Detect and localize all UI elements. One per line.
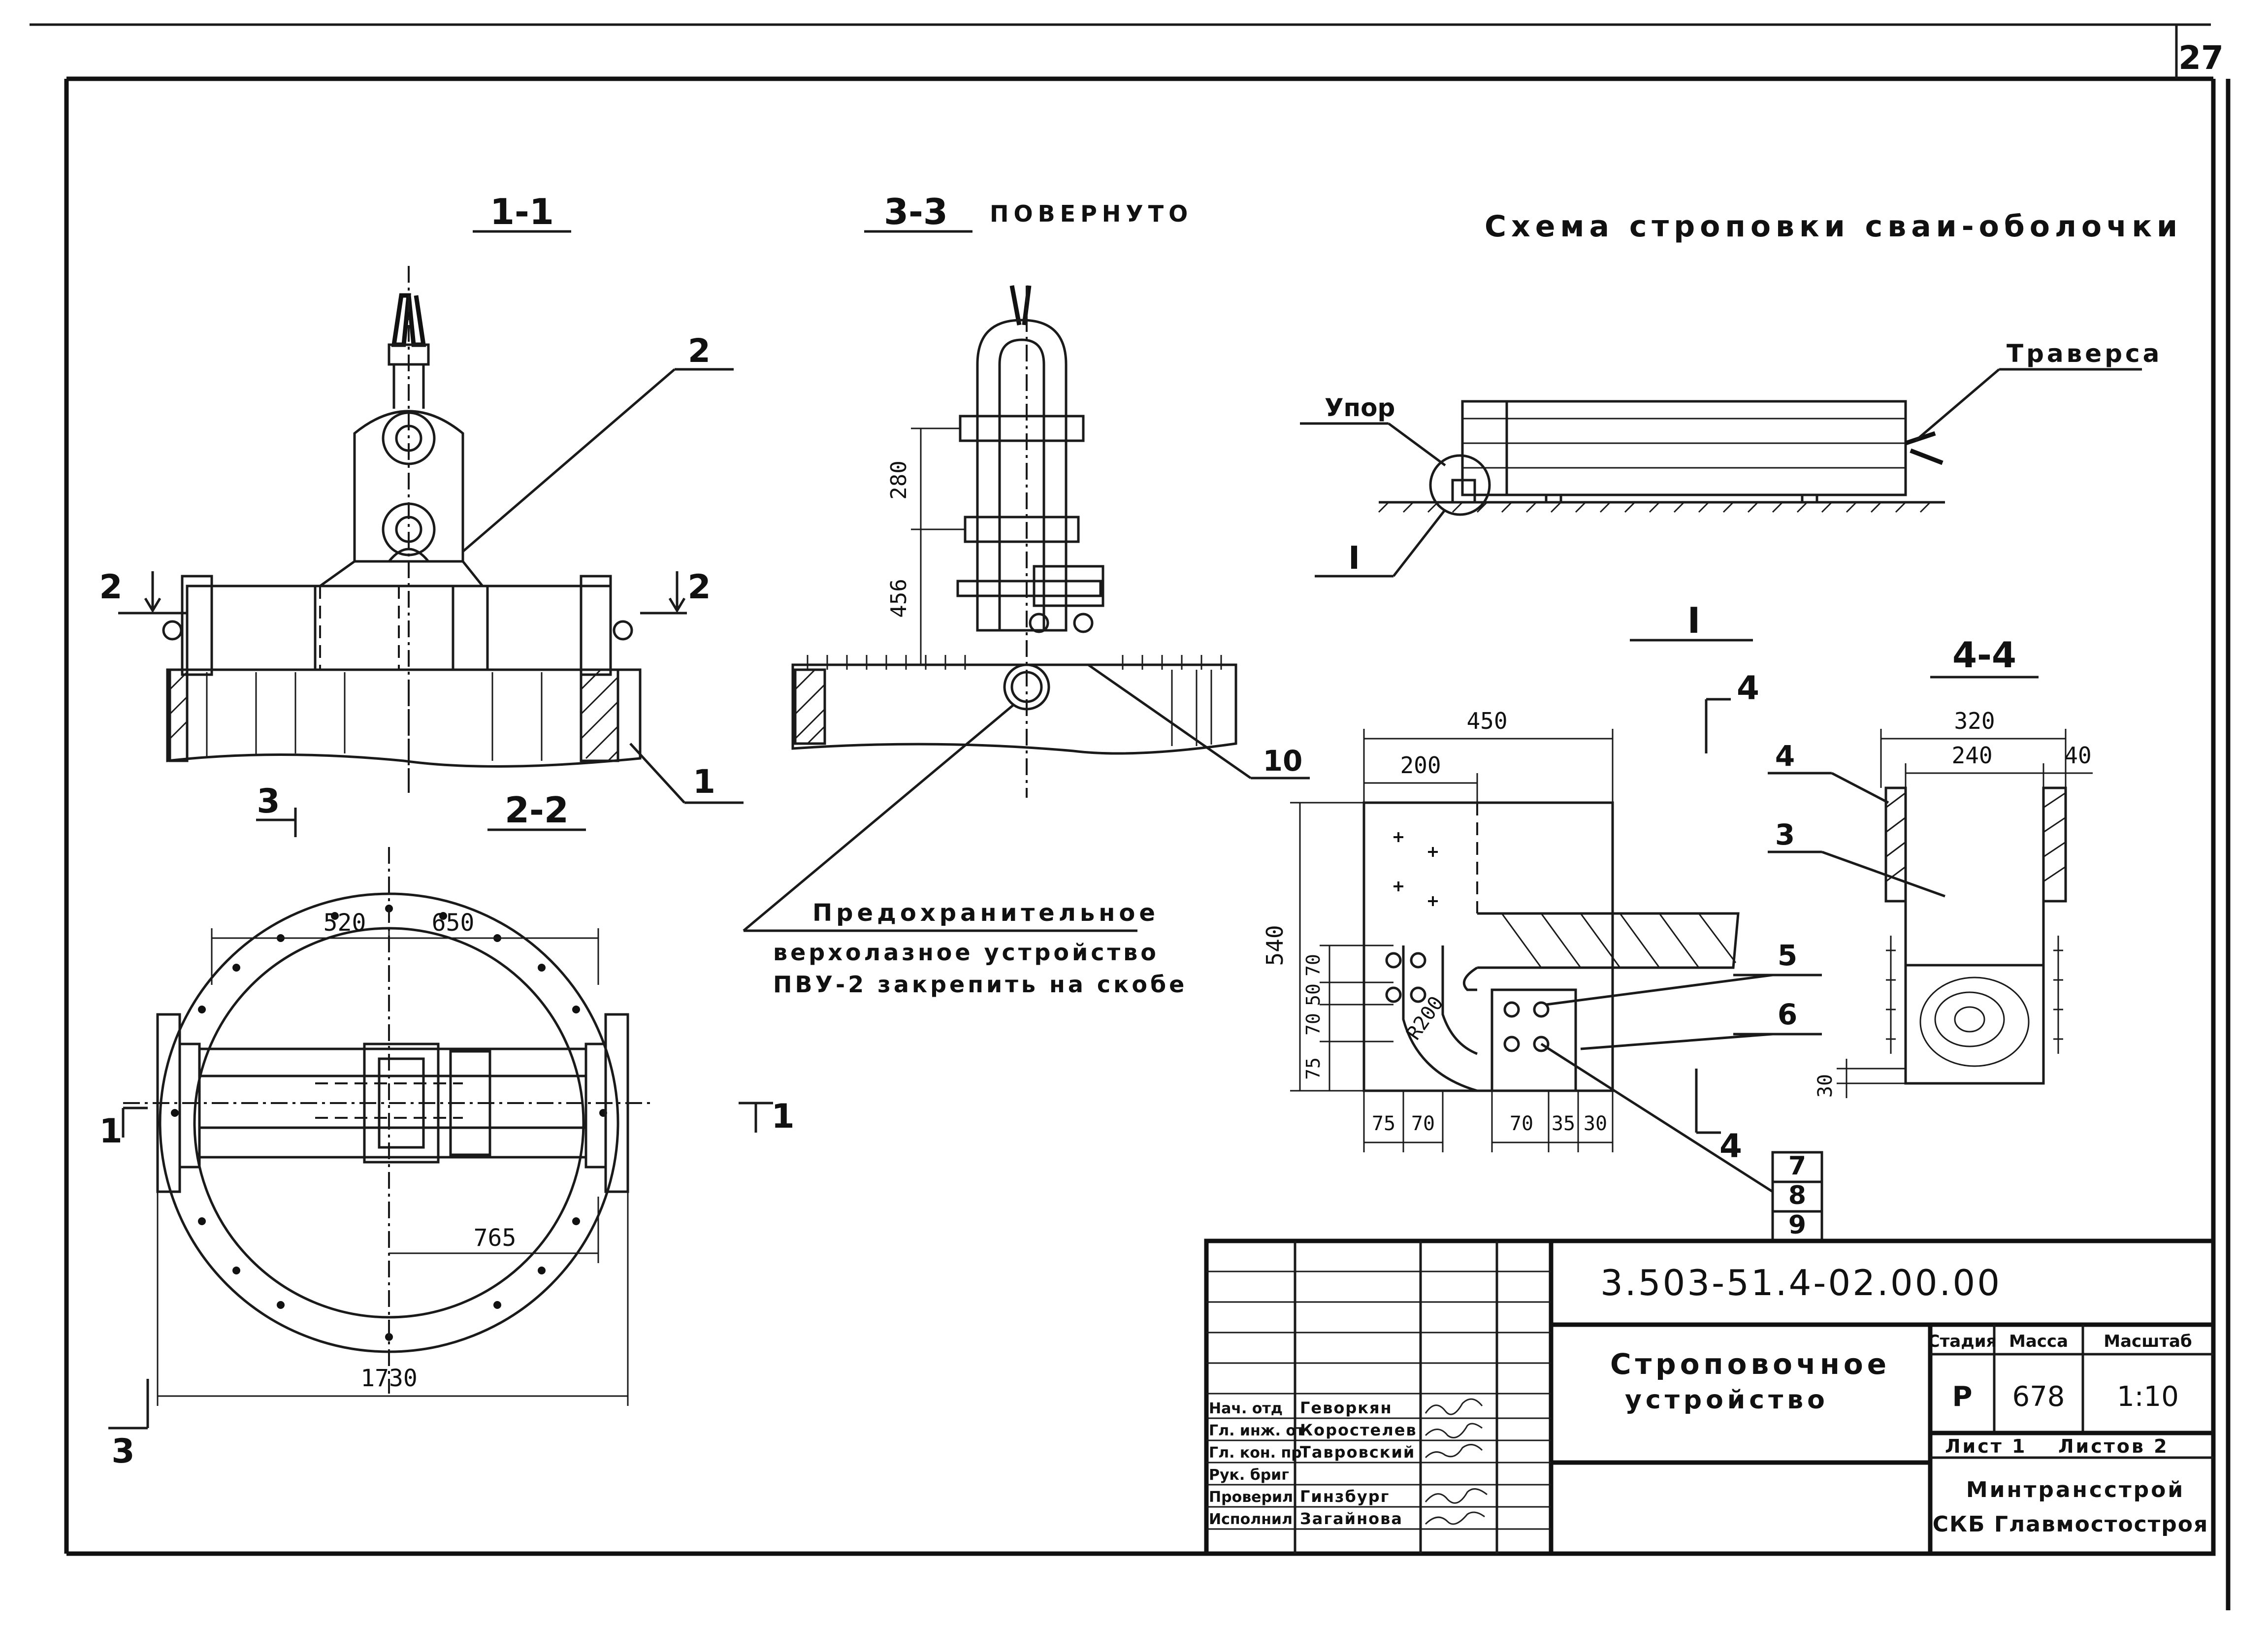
- section-2-2-title: 2-2: [505, 789, 569, 831]
- view-section-1-1: 1-1: [99, 191, 744, 804]
- dim-450: 450: [1466, 708, 1507, 734]
- dim-30-a: 30: [1584, 1112, 1607, 1135]
- dim-70-c: 70: [1411, 1112, 1435, 1135]
- dim-240: 240: [1951, 742, 1992, 769]
- position-7-label: 7: [1788, 1151, 1806, 1181]
- safety-note-line2: верхолазное устройство: [773, 939, 1159, 966]
- position-1-label: 1: [693, 763, 715, 801]
- view-section-3-3: 3-3 ПОВЕРНУТО 280 456: [743, 191, 1310, 998]
- dim-75-a: 75: [1302, 1057, 1324, 1080]
- scale-value: 1:10: [2117, 1381, 2179, 1413]
- position-3-label: 3: [1775, 818, 1795, 851]
- section-1-1-title: 1-1: [490, 191, 554, 232]
- dim-70-b: 70: [1302, 1013, 1324, 1036]
- drawing-title-line2: устройство: [1625, 1385, 1829, 1415]
- scale-header: Масштаб: [2104, 1332, 2192, 1351]
- section-mark-3-top: 3: [257, 782, 280, 821]
- role-executed: Исполнил: [1209, 1511, 1293, 1528]
- position-10-label: 10: [1263, 744, 1303, 778]
- sheets-label: Листов 2: [2058, 1435, 2169, 1457]
- sheet-frame: 27: [30, 23, 2231, 1610]
- dim-650: 650: [432, 909, 475, 937]
- name-chief-engineer: Коростелев: [1300, 1421, 1417, 1439]
- position-8-label: 8: [1788, 1181, 1806, 1210]
- dim-280: 280: [886, 460, 911, 499]
- safety-note-line3: ПВУ-2 закрепить на скобе: [773, 971, 1187, 998]
- position-4-label: 4: [1775, 739, 1795, 773]
- section-mark-2-left: 2: [99, 568, 122, 607]
- detail-I-title: I: [1687, 600, 1701, 641]
- section-3-3-note: ПОВЕРНУТО: [990, 200, 1193, 227]
- dim-320: 320: [1954, 708, 1995, 734]
- dim-200: 200: [1400, 752, 1441, 779]
- section-mark-1-left: 1: [99, 1112, 122, 1151]
- sling-scheme-title: Схема строповки сваи-оболочки: [1485, 209, 2182, 244]
- dim-70-a: 70: [1302, 954, 1324, 977]
- mass-header: Масса: [2009, 1332, 2068, 1351]
- bolt-crosses: [1393, 832, 1438, 906]
- section-3-3-title: 3-3: [884, 191, 948, 232]
- position-6-label: 6: [1778, 998, 1797, 1031]
- title-block: Нач. отд Геворкян Гл. инж. от Коростелев…: [1204, 1238, 2216, 1556]
- org-line2: СКБ Главмостостроя: [1933, 1512, 2208, 1537]
- stage-header: Стадия: [1928, 1332, 1997, 1351]
- view-sling-scheme: Схема строповки сваи-оболочки Упор I Тра…: [1300, 209, 2182, 578]
- position-5-label: 5: [1778, 939, 1797, 972]
- role-team-lead: Рук. бриг: [1209, 1466, 1289, 1484]
- position-2-label: 2: [688, 332, 711, 370]
- dim-1730: 1730: [360, 1365, 418, 1392]
- name-head-of-dept: Геворкян: [1300, 1399, 1393, 1417]
- traverse-label: Траверса: [2007, 339, 2162, 368]
- position-9-label: 9: [1788, 1210, 1806, 1240]
- section-mark-2-right: 2: [687, 568, 711, 607]
- radius-r200: R200: [1402, 992, 1448, 1044]
- name-executed: Загайнова: [1300, 1509, 1403, 1528]
- section-mark-3-bottom: 3: [111, 1432, 134, 1471]
- view-section-2-2: 2-2 3: [99, 782, 794, 1471]
- section-4-4-title: 4-4: [1952, 634, 2016, 676]
- detail-ref-label: I: [1348, 540, 1360, 577]
- dim-75-b: 75: [1372, 1112, 1395, 1135]
- mass-value: 678: [2012, 1381, 2065, 1413]
- org-line1: Минтрансстрой: [1966, 1477, 2185, 1502]
- view-section-4-4: 4-4 320 240 40 30 4: [1768, 634, 2093, 1098]
- stop-label: Упор: [1325, 393, 1395, 422]
- page-number: 27: [2178, 39, 2224, 77]
- dim-35: 35: [1552, 1112, 1575, 1135]
- dim-456: 456: [886, 579, 911, 618]
- view-detail-I: I 4 4 R200 450: [1262, 600, 1823, 1242]
- section-mark-1-right: 1: [771, 1097, 794, 1136]
- role-chief-designer: Гл. кон. пр: [1209, 1444, 1302, 1462]
- dim-30-b: 30: [1814, 1074, 1837, 1098]
- signatures: [1425, 1398, 1488, 1525]
- dim-40: 40: [2064, 742, 2091, 769]
- name-chief-designer: Тавровский: [1300, 1443, 1415, 1462]
- safety-note-line1: Предохранительное: [812, 899, 1159, 927]
- dim-765: 765: [474, 1224, 517, 1252]
- dim-520: 520: [324, 909, 366, 937]
- dim-50: 50: [1302, 983, 1324, 1006]
- role-head-of-dept: Нач. отд: [1209, 1400, 1283, 1417]
- dim-70-d: 70: [1510, 1112, 1533, 1135]
- stage-value: Р: [1952, 1381, 1972, 1413]
- role-checked: Проверил: [1209, 1489, 1293, 1506]
- role-chief-engineer: Гл. инж. от: [1209, 1422, 1305, 1439]
- doc-code: 3.503-51.4-02.00.00: [1600, 1262, 2002, 1303]
- sheet-label: Лист 1: [1945, 1435, 2027, 1457]
- name-checked: Гинзбург: [1300, 1487, 1390, 1506]
- dim-540: 540: [1262, 925, 1288, 966]
- section-mark-4-top: 4: [1737, 669, 1759, 707]
- drawing-title-line1: Строповочное: [1610, 1347, 1890, 1381]
